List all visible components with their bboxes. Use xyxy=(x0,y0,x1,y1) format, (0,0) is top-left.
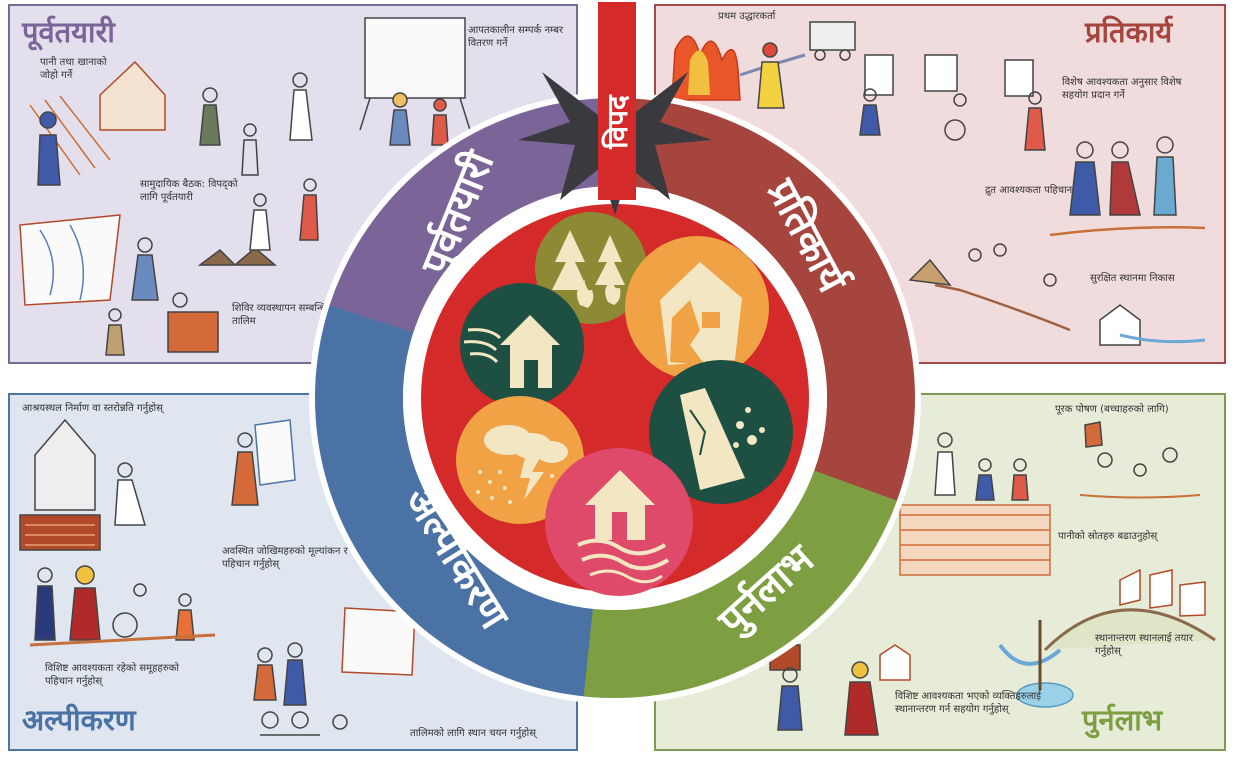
recovery-note: पानीको स्रोतहरु बढाउनुहोस् xyxy=(1058,531,1158,542)
hazard-windstorm xyxy=(460,283,584,407)
hazard-flood xyxy=(545,448,693,596)
preparedness-illustrations xyxy=(19,17,471,356)
response-illustrations xyxy=(671,21,1206,346)
landslide-icon xyxy=(680,388,765,490)
preparedness-note: पानी तथा खानाको जोहो गर्ने xyxy=(40,57,107,81)
mitigation-note: अवस्थित जोखिमहरुको मूल्यांकन र पहिचान गर… xyxy=(222,546,348,570)
earthquake-icon xyxy=(660,262,742,365)
hazard-wildfire xyxy=(535,212,647,324)
response-note: विशेष आवश्यकता अनुसार विशेष सहयोग प्रदान… xyxy=(1062,77,1182,101)
disaster-marker: विपद xyxy=(518,2,712,215)
response-note: द्रुत आवश्यकता पहिचान xyxy=(985,185,1073,196)
disaster-label: विपद xyxy=(601,94,634,150)
recovery-note: पूरक पोषण (बच्चाहरुको लागि) xyxy=(1055,404,1169,415)
windstorm-icon xyxy=(463,315,560,388)
mitigation-illustrations xyxy=(19,418,416,736)
disaster-bar xyxy=(598,2,636,200)
hazard-landslide xyxy=(649,360,793,504)
response-note: प्रथम उद्धारकर्ता xyxy=(718,11,776,22)
ring-segment-recovery xyxy=(583,470,897,698)
response-note: सुरक्षित स्थानमा निकास xyxy=(1090,273,1175,284)
recovery-illustrations xyxy=(769,421,1216,736)
storm-icon xyxy=(476,425,568,504)
ring-segment-response xyxy=(622,98,915,521)
wildfire-icon xyxy=(552,230,625,308)
preparedness-note: शिविर व्यवस्थापन सम्बन्धि तालिम xyxy=(232,303,326,327)
preparedness-note: सामुदायिक बैठक: विपद्‌को लागि पूर्वतयारी xyxy=(140,179,238,203)
phase-ring xyxy=(314,97,915,698)
response-title: प्रतिकार्य xyxy=(1085,15,1173,49)
preparedness-title: पूर्वतयारी xyxy=(22,15,115,49)
recovery-note: विशिष्ट आवश्यकता भएको व्यक्तिहरुलाई स्था… xyxy=(895,691,1041,715)
recovery-note: स्थानान्तरण स्थानलाई तयार गर्नुहोस् xyxy=(1095,633,1193,657)
mitigation-note: तालिमको लागि स्थान चयन गर्नुहोस् xyxy=(410,728,536,739)
ring-segment-preparedness xyxy=(329,97,626,333)
hazard-storm xyxy=(456,396,584,524)
preparedness-note: आपतकालीन सम्पर्क नम्बर वितरण गर्ने xyxy=(468,25,564,49)
flood-icon xyxy=(577,470,670,584)
mitigation-note: आश्रयस्थल निर्माण वा स्तरोन्नति गर्नुहोस… xyxy=(22,403,163,414)
hazard-earthquake xyxy=(625,236,769,380)
mitigation-note: विशिष्ट आवश्यकता रहेको समूहहरुको पहिचान … xyxy=(45,663,179,687)
mitigation-title: अल्पीकरण xyxy=(22,703,136,737)
ring-segment-mitigation xyxy=(314,285,608,698)
recovery-title: पुर्नलाभ xyxy=(1082,703,1163,737)
